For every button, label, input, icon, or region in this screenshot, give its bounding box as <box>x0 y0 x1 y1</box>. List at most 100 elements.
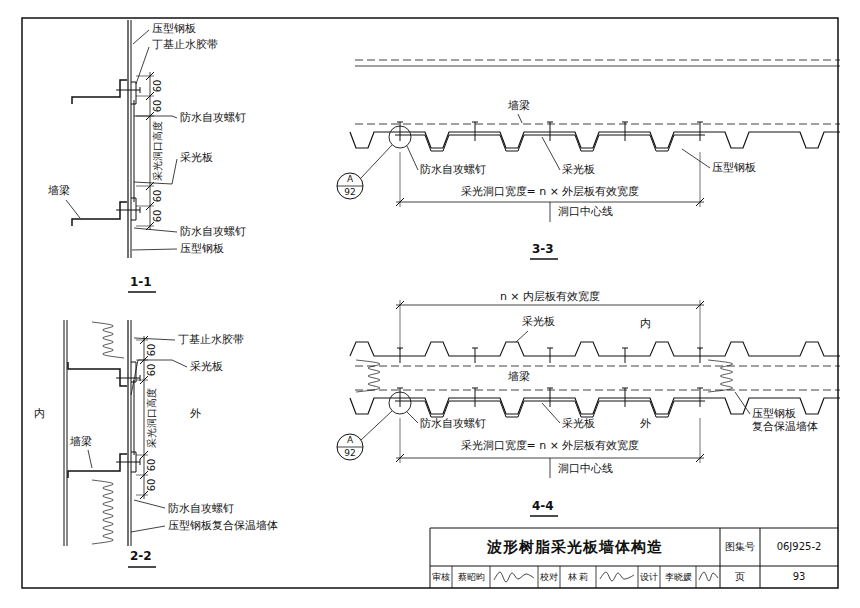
extension-line <box>136 455 148 456</box>
section-underline <box>530 258 558 260</box>
daylight-panel <box>134 380 135 455</box>
part-label: 墙梁 <box>48 185 70 198</box>
dimension: 采光洞口高度 <box>152 121 164 181</box>
detail-letter: A <box>336 435 364 446</box>
dimension-tick <box>146 92 154 100</box>
part-label: 防水自攻螺钉 <box>420 164 486 177</box>
dimension-tick <box>140 376 148 384</box>
title-block-cell: 设计 <box>640 572 658 582</box>
part-label: 压型钢板 <box>712 162 756 175</box>
leader-line <box>361 411 392 440</box>
detail-letter: A <box>336 174 364 185</box>
leader-line <box>361 145 392 178</box>
dimension: 60 <box>146 479 158 492</box>
dimension: 60 <box>152 210 164 223</box>
leader-line <box>66 200 80 218</box>
screw <box>547 348 553 363</box>
title-block-cell: 页 <box>735 571 745 583</box>
center-line <box>550 202 551 222</box>
drawing-title: 波形树脂采光板墙体构造 <box>487 538 663 557</box>
dimension-tick <box>146 222 154 230</box>
title-block-cell: 李晓媛 <box>665 572 692 582</box>
detail-circle <box>389 392 411 414</box>
wall-line <box>355 66 840 67</box>
extension-line <box>136 475 148 476</box>
part-label: 采光板 <box>562 164 595 177</box>
title-block-cell: 06J925-2 <box>777 541 822 553</box>
leader-line <box>542 137 560 170</box>
sealing-tape <box>131 82 136 104</box>
part-label: 外 <box>190 408 201 421</box>
callout-circle: A92 <box>336 172 364 200</box>
dimension: 60 <box>146 459 158 472</box>
part-label: 防水自攻螺钉 <box>420 418 486 431</box>
screw <box>472 388 478 407</box>
screw <box>116 87 140 93</box>
wall-beam <box>72 80 127 104</box>
insulation <box>708 360 733 392</box>
insulation <box>92 480 113 544</box>
dimension-line <box>396 305 704 306</box>
dimension: 采光洞口宽度= n × 外层板有效宽度 <box>461 186 640 199</box>
dimension-tick <box>140 471 148 479</box>
signature <box>494 572 534 582</box>
section-mark: 3-3 <box>532 243 554 257</box>
extension-line <box>136 206 154 207</box>
part-label: 压型钢板 <box>152 23 196 36</box>
extension-line <box>400 300 700 350</box>
part-label: 压型钢板 复合保温墙体 <box>752 408 824 433</box>
title-block-cell: 93 <box>793 571 806 583</box>
callout-divider <box>337 186 363 187</box>
screw <box>622 388 628 407</box>
signature <box>699 572 718 581</box>
screw <box>472 122 478 141</box>
callout-divider <box>337 447 363 448</box>
leader-line <box>407 146 418 170</box>
title-block <box>452 566 696 588</box>
part-label: 洞口中心线 <box>558 463 613 476</box>
screw <box>697 122 703 141</box>
insulation <box>356 360 380 392</box>
part-label: 墙梁 <box>508 100 530 113</box>
dimension: 60 <box>146 364 158 377</box>
extension-line <box>136 226 154 227</box>
part-label: 采光板 <box>522 316 555 329</box>
leader-line <box>134 500 165 508</box>
screw <box>622 122 628 141</box>
dimension-tick <box>140 336 148 344</box>
part-label: 采光板 <box>180 152 213 165</box>
part-label: 内 <box>34 408 45 421</box>
part-label: 洞口中心线 <box>558 206 613 219</box>
detail-circle <box>389 126 411 148</box>
leader-line <box>407 412 418 423</box>
screw <box>622 348 628 363</box>
dimension: 采光洞口高度 <box>146 388 158 448</box>
extension-line <box>136 495 148 496</box>
dimension: n × 内层板有效宽度 <box>500 291 600 304</box>
steel-sheet <box>131 20 132 258</box>
part-label: 丁基止水胶带 <box>178 334 244 347</box>
steel-sheet <box>127 20 128 258</box>
section-underline <box>128 291 156 293</box>
extension-line <box>400 152 700 207</box>
dimension: 60 <box>152 100 164 113</box>
extension-line <box>400 418 700 463</box>
section-mark: 1-1 <box>130 276 152 290</box>
callout-circle-outline <box>337 173 363 199</box>
leader-line <box>516 331 528 342</box>
callout-circle: A92 <box>336 433 364 461</box>
dimension: 60 <box>152 80 164 93</box>
part-label: 外 <box>640 418 651 431</box>
frame <box>22 18 838 588</box>
wall-beam <box>72 202 127 226</box>
leader-line <box>735 392 750 414</box>
section-underline <box>530 515 558 517</box>
extension-line <box>136 96 154 97</box>
wall-beam <box>68 362 127 386</box>
wall-beam <box>355 124 840 125</box>
dimension-tick <box>146 202 154 210</box>
callout-circle-outline <box>337 434 363 460</box>
part-label: 墙梁 <box>508 371 530 384</box>
extension-line <box>136 340 148 341</box>
